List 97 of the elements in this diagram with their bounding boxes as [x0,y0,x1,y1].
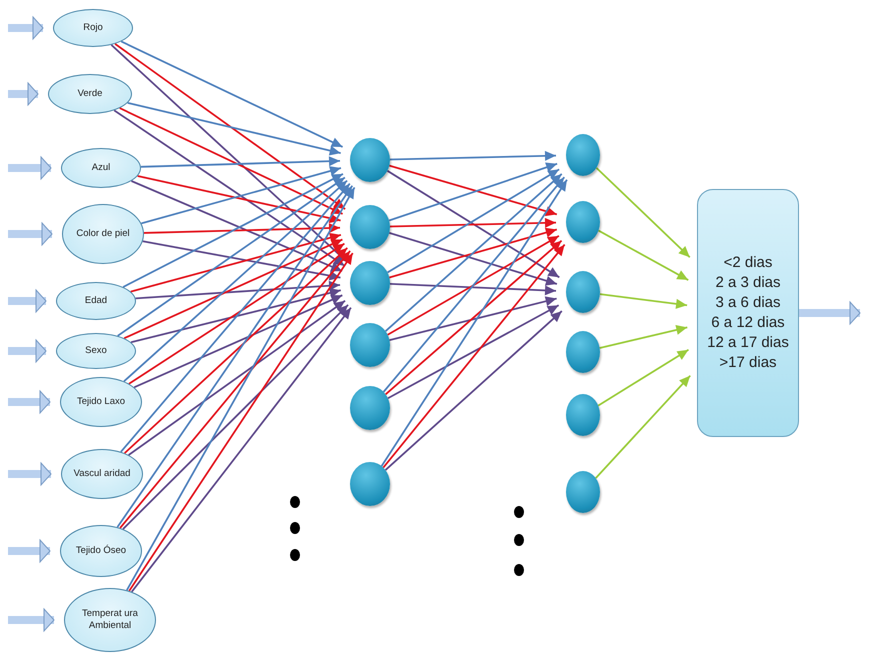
connection-arrow [387,235,560,336]
connection-arrow [130,288,341,344]
connection-arrow [600,293,688,309]
connection-arrow [382,244,566,468]
connection-arrow [389,232,558,286]
connection-arrow [119,250,351,529]
block-arrow [8,340,46,362]
connection-arrow [128,300,346,456]
output-class-label: 3 a 6 dias [715,293,781,313]
input-ellipse [56,333,136,369]
connection-arrow [136,280,340,300]
connection-arrow [137,175,341,224]
connection-arrow [141,166,342,224]
connection-arrow [390,150,556,161]
block-arrow [8,222,52,246]
neuron-circle [350,323,390,367]
neuron-circle [350,386,390,430]
neuron-circle [566,331,600,373]
connection-arrow [144,223,340,234]
connection-arrow [140,156,340,168]
neuron-circle [566,394,600,436]
input-label: Rojo [82,22,104,34]
block-arrow [8,540,50,562]
connection-arrow [380,179,568,467]
input-ellipse [60,525,142,577]
output-class-label: 12 a 17 dias [707,333,789,353]
connection-arrow [134,294,343,388]
connection-arrow [596,167,690,258]
input-ellipse [48,74,132,114]
input-label: Verde [76,88,104,100]
connection-arrow [116,185,353,528]
block-arrow [8,608,54,632]
connection-arrow [122,304,349,530]
connection-arrow [385,240,562,395]
connection-arrow [124,247,348,454]
neuron-circle [350,205,390,249]
connection-arrow [124,238,343,340]
connection-arrow [123,180,348,382]
connection-arrow [390,282,556,296]
input-label: Sexo [84,345,108,357]
neuron-circle [566,471,600,513]
block-arrow [8,156,52,180]
output-box [697,189,799,437]
output-class-label: 6 a 12 dias [711,313,785,333]
output-class-label: <2 dias [724,253,772,273]
neuron-circle [350,138,390,182]
connection-arrow [122,173,344,288]
input-ellipse [61,449,143,499]
connection-arrow [128,252,354,592]
input-label: Temperat ura Ambiental [81,608,139,632]
input-label: Edad [84,295,108,307]
connection-arrow [382,176,565,392]
block-arrow [799,302,860,324]
connection-arrow [390,218,556,228]
input-label: Color de piel [75,228,131,240]
connection-arrow [127,102,341,156]
block-arrow [8,390,50,414]
connection-arrow [598,230,689,281]
neuron-circle [566,271,600,313]
connection-arrow [120,183,350,452]
input-label: Azul [90,162,112,174]
output-class-label: >17 dias [719,353,777,373]
neuron-circle [566,201,600,243]
connection-arrow [130,232,342,292]
block-arrow [8,462,52,486]
input-label: Vascul aridad [72,468,132,480]
neuron-circle [566,134,600,176]
input-ellipse [56,282,136,320]
connection-arrow [599,325,688,349]
input-label: Tejido Laxo [76,396,126,408]
connection-arrow [384,310,562,471]
connection-arrow [389,228,558,278]
input-ellipse [61,148,141,188]
block-arrow [8,16,44,40]
connection-arrow [114,110,346,267]
input-ellipse [60,377,142,427]
connection-arrow [120,40,343,148]
connection-arrow [595,375,691,479]
connection-arrow [131,180,343,272]
connection-arrow [119,107,343,215]
connection-arrow [126,186,356,591]
connection-arrow [110,44,348,263]
connection-arrow [131,307,352,592]
connection-arrow [114,43,346,210]
connection-arrow [384,173,562,332]
connection-arrow [117,176,346,337]
connection-arrow [128,242,345,385]
block-arrow [8,82,38,106]
output-class-label: 2 a 3 dias [715,273,781,293]
block-arrow [8,290,46,312]
neuron-circle [350,261,390,305]
connection-arrow [388,304,560,400]
connection-arrow [389,296,557,342]
neuron-circle [350,462,390,506]
input-label: Tejido Óseo [74,545,128,557]
connection-arrow [142,240,341,280]
connection-arrow [598,349,689,406]
